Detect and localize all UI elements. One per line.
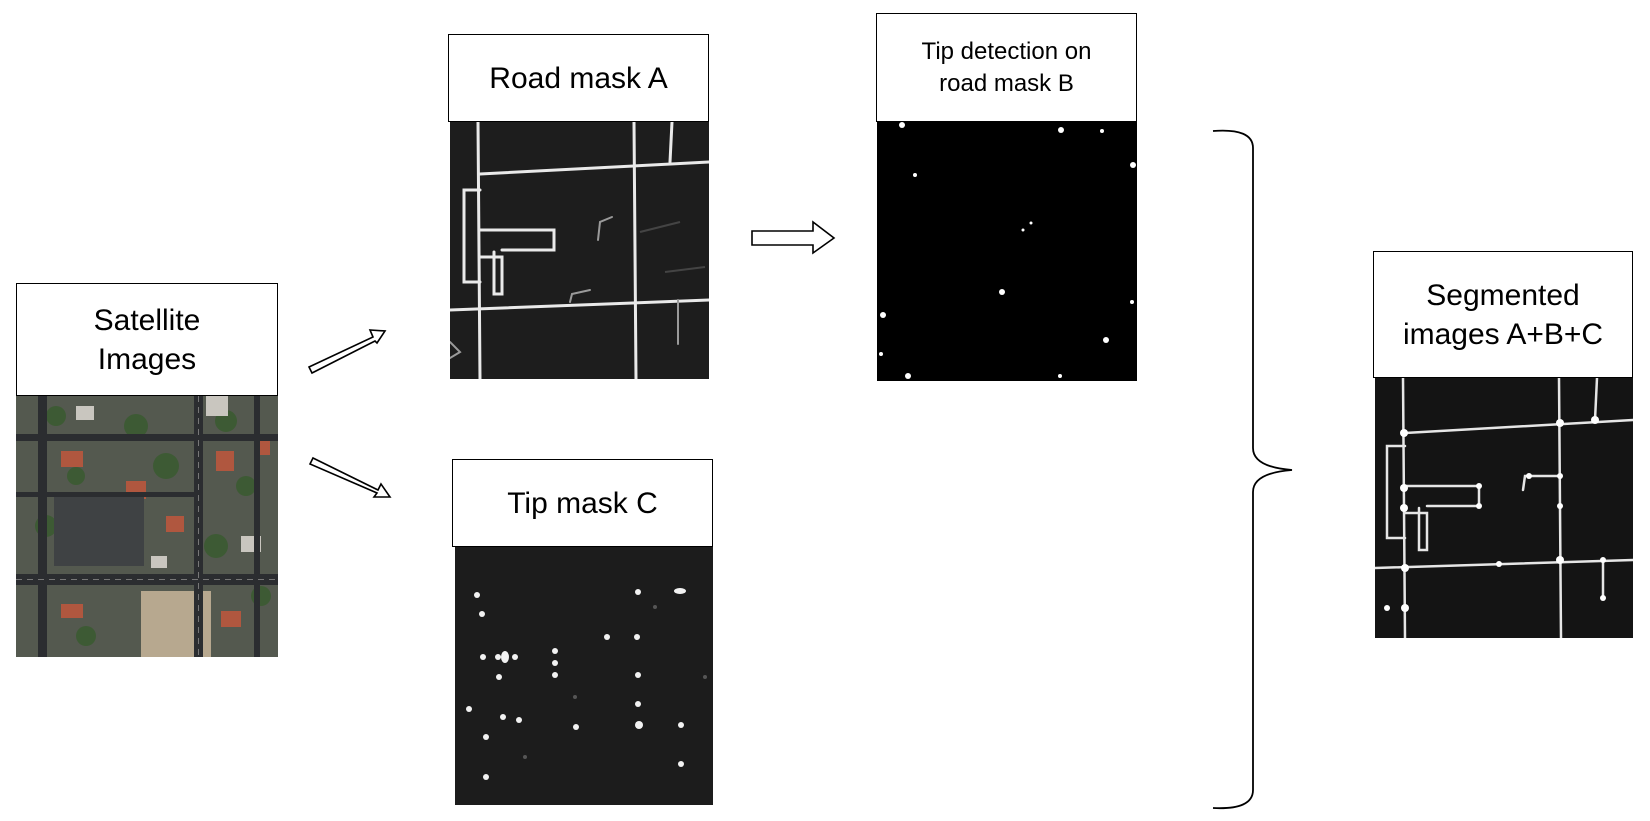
combine-brace bbox=[1212, 129, 1293, 810]
satellite-image bbox=[16, 396, 278, 657]
arrow-to-tip-detection bbox=[751, 220, 836, 255]
segmented-label: Segmented images A+B+C bbox=[1373, 251, 1633, 378]
arrow-to-road-mask bbox=[307, 329, 387, 375]
tip-detection-label: Tip detection on road mask B bbox=[876, 13, 1137, 122]
road-mask-label: Road mask A bbox=[448, 34, 709, 122]
tip-mask-label: Tip mask C bbox=[452, 459, 713, 547]
arrow-to-tip-mask bbox=[308, 456, 392, 498]
segmented-image bbox=[1375, 378, 1633, 638]
tip-mask-image bbox=[455, 547, 713, 805]
satellite-label: Satellite Images bbox=[16, 283, 278, 396]
road-mask-image bbox=[450, 122, 709, 379]
tip-detection-image bbox=[877, 122, 1137, 381]
